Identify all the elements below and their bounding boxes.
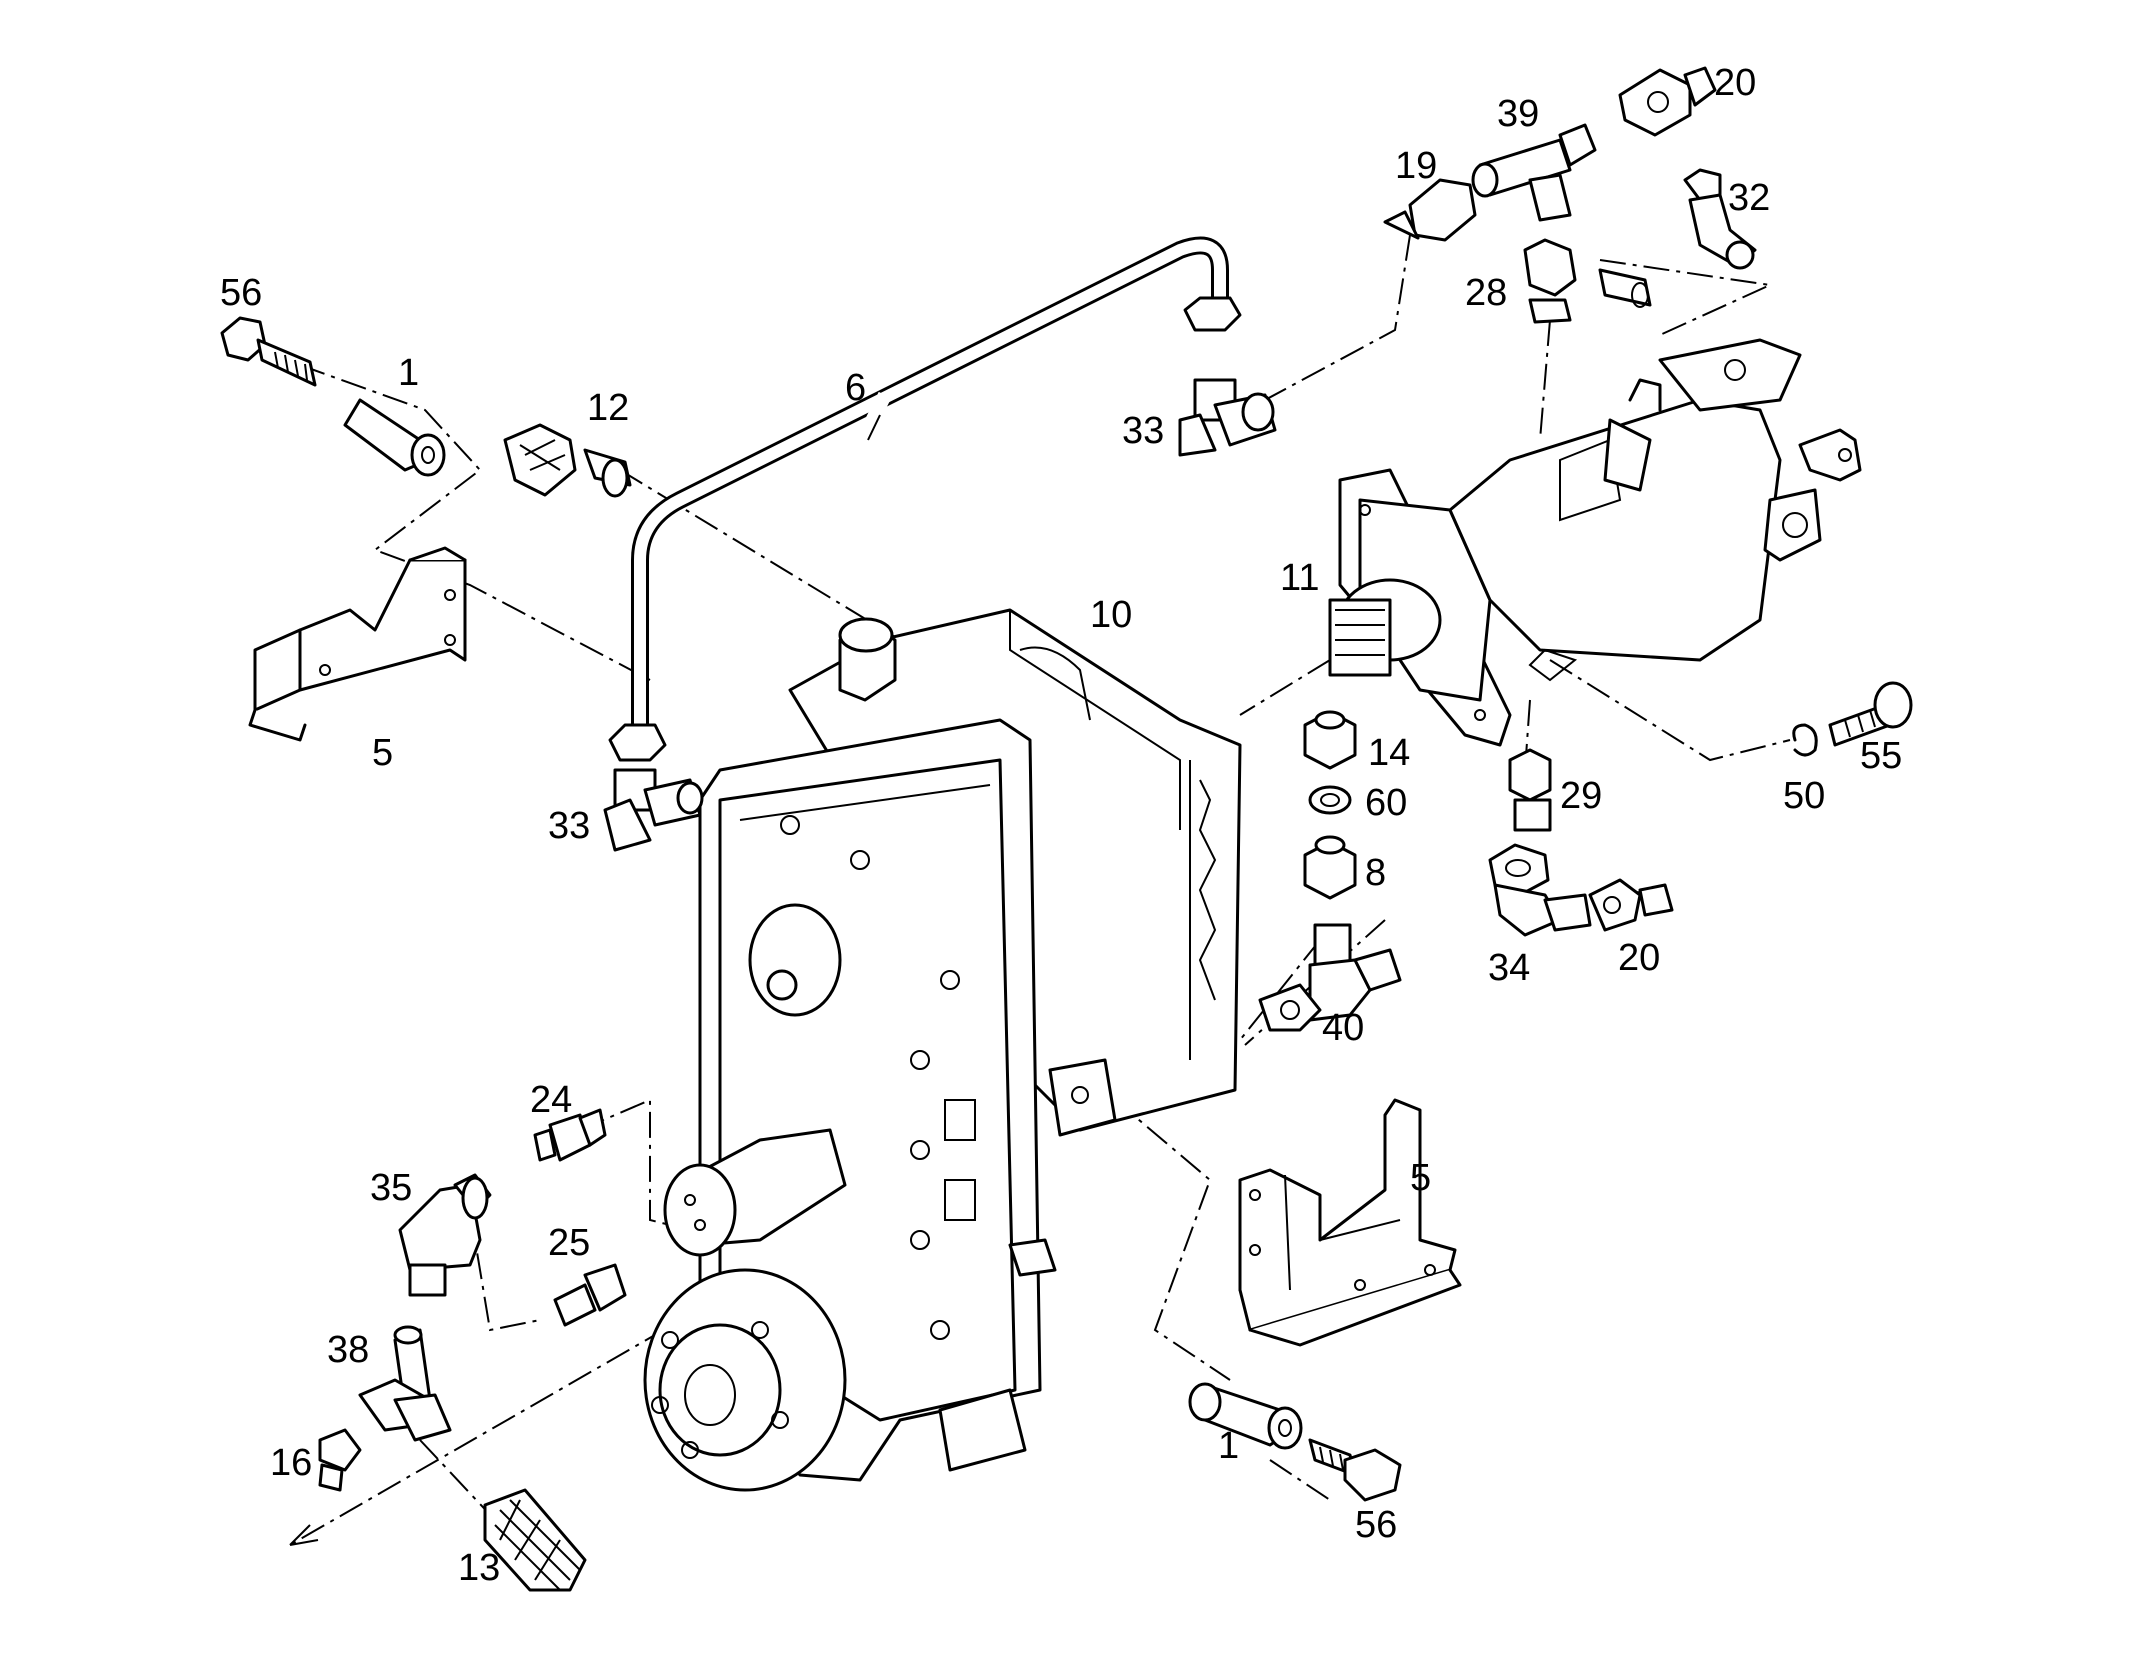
label-56-lower: 56 [1355,1504,1397,1546]
screw-55 [1828,681,1913,747]
label-25: 25 [548,1222,590,1264]
fitting-12 [503,423,632,498]
label-19: 19 [1395,145,1437,187]
spacer-1-lower [1188,1382,1303,1450]
label-35: 35 [370,1167,412,1209]
label-16: 16 [270,1442,312,1484]
circlip-50 [1792,723,1818,757]
bolt-56-lower [1308,1438,1402,1502]
part-labels: 56 1 12 6 33 19 39 20 32 28 5 10 11 33 1… [220,62,1902,1589]
elbow-35 [398,1173,492,1297]
plug-8 [1303,835,1357,900]
label-12: 12 [587,387,629,429]
label-34: 34 [1488,947,1530,989]
strainer-13 [483,1488,587,1592]
bracket-5-lower [1238,1098,1462,1347]
tee-39 [1471,123,1597,222]
hydraulic-motor-11 [1328,338,1822,747]
fitting-25 [553,1263,627,1327]
label-5-upper: 5 [372,732,393,774]
direction-arrow-icon [289,1524,319,1546]
pipe-6 [631,236,1229,739]
label-40: 40 [1322,1007,1364,1049]
fitting-19 [1383,178,1477,242]
fitting-near-32 [1598,268,1652,308]
gearbox-10 [643,608,1242,1492]
label-20-upper: 20 [1714,62,1756,104]
washer-60 [1308,785,1352,815]
elbow-40 [1258,923,1402,1032]
label-8: 8 [1365,852,1386,894]
label-55: 55 [1860,735,1902,777]
label-24: 24 [530,1079,572,1121]
elbow-33-lower [603,723,704,852]
spacer-1-upper [343,398,446,477]
plug-14 [1303,710,1357,770]
leader-lines [289,234,1791,1546]
bracket-5-upper [248,546,467,742]
label-10: 10 [1090,594,1132,636]
label-1-upper: 1 [398,352,419,394]
label-11: 11 [1280,557,1319,599]
elbow-34 [1488,843,1592,937]
fitting-right-motor [1798,428,1862,482]
plug-16 [318,1428,362,1492]
fitting-24 [533,1108,607,1162]
label-1-lower: 1 [1218,1425,1239,1467]
fitting-29 [1508,748,1552,832]
label-60: 60 [1365,782,1407,824]
label-39: 39 [1497,93,1539,135]
label-28: 28 [1465,272,1507,314]
tee-38 [358,1325,452,1442]
label-32: 32 [1728,177,1770,219]
label-5-lower: 5 [1410,1157,1431,1199]
label-6: 6 [845,367,866,409]
label-29: 29 [1560,775,1602,817]
label-56-upper: 56 [220,272,262,314]
label-13: 13 [458,1547,500,1589]
label-33-lower: 33 [548,805,590,847]
nut-20-upper [1618,66,1717,137]
label-38: 38 [327,1329,369,1371]
label-50: 50 [1783,775,1825,817]
elbow-32 [1683,168,1757,270]
elbow-33-upper [1178,296,1277,457]
bolt-56-upper [220,316,317,387]
fitting-28 [1523,238,1577,324]
label-14: 14 [1368,732,1410,774]
label-33-upper: 33 [1122,410,1164,452]
label-20-lower: 20 [1618,937,1660,979]
nut-20-lower [1588,878,1674,932]
